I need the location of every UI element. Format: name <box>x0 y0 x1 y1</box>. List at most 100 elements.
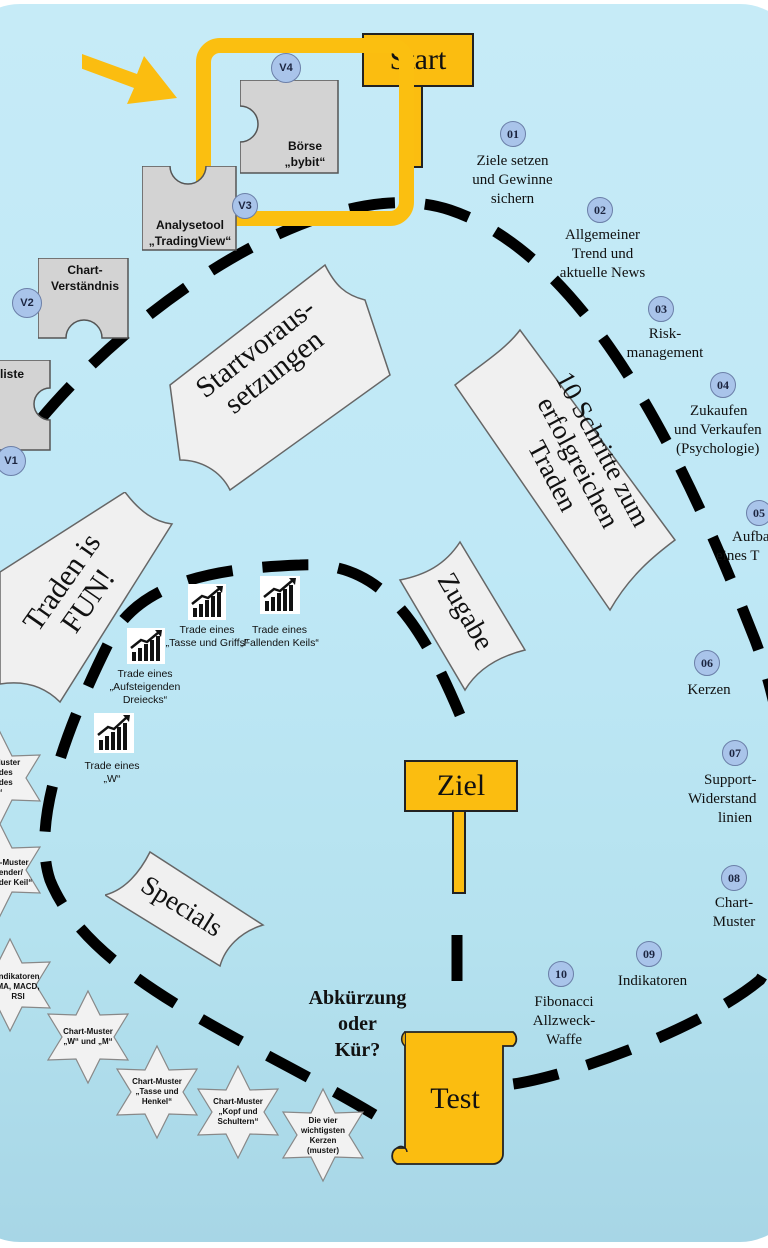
step-04-line3: (Psychologie) <box>676 441 760 457</box>
puzzle-badge-v1: V1 <box>0 446 26 476</box>
puzzle-badge-v3: V3 <box>232 193 258 219</box>
test-scroll: Test <box>430 1082 480 1115</box>
step-07-line1: Support- <box>704 772 757 788</box>
step-05-line1: Aufbau <box>732 529 768 545</box>
puzzle-v2-label-line1: Chart- <box>67 263 103 277</box>
trade-4-line1: Trade eines <box>84 760 140 772</box>
step-09-label: Indikatoren <box>617 973 688 989</box>
star-3-line3: RSI <box>11 992 25 1001</box>
step-10-line3: Waffe <box>546 1032 582 1048</box>
rising-bar-chart-icon <box>260 576 300 614</box>
trade-2-line1: Trade eines <box>251 624 308 636</box>
puzzle-badge-v4: V4 <box>271 53 301 83</box>
banner-zehn-schritte-shape <box>453 328 677 612</box>
step-07-line2: Widerstand <box>688 791 757 807</box>
star-4-line2: „W“ und „M“ <box>63 1037 113 1046</box>
test-scroll-shape <box>391 1031 518 1165</box>
shortcut-line3: Kür? <box>334 1039 381 1061</box>
step-number-08: 08 <box>721 865 747 891</box>
step-05-line2: eines T <box>716 548 760 564</box>
step-04-line1: Zukaufen <box>690 403 748 419</box>
trade-4-line2: „W“ <box>103 773 121 785</box>
banner-specials-shape <box>105 850 265 968</box>
highlight-arrow-icon <box>82 54 177 104</box>
banner-zugabe-shape <box>398 540 527 692</box>
star-7-line4: (muster) <box>306 1146 339 1155</box>
step-number-02: 02 <box>587 197 613 223</box>
step-number-09: 09 <box>636 941 662 967</box>
shortcut-line2: oder <box>338 1013 377 1035</box>
star-7-line2: wichtigsten <box>300 1126 345 1135</box>
inner-dashed-loop <box>39 559 466 1120</box>
puzzle-v4-label-line1: Börse <box>287 139 322 153</box>
outer-dashed-loop <box>35 197 768 1091</box>
step-01-line1: Ziele setzen <box>476 153 549 169</box>
banner-startvoraussetzungen-shape <box>169 263 391 492</box>
puzzle-v3-label-line1: Analysetool <box>155 218 224 232</box>
step-01-line2: und Gewinne <box>472 172 553 188</box>
puzzle-v1-label: liste <box>0 367 25 381</box>
rising-bar-chart-icon <box>94 713 134 753</box>
star-2-line2: gender/ <box>0 868 23 877</box>
star-6-line1: Chart-Muster <box>213 1097 263 1106</box>
step-02-line2: Trend und <box>571 246 634 262</box>
star-2-line3: nder Keil“ <box>0 878 33 887</box>
step-10-line1: Fibonacci <box>534 994 594 1010</box>
star-5-line2: „Tasse und <box>135 1087 179 1096</box>
step-number-10: 10 <box>548 961 574 987</box>
goal-sign-post <box>452 808 466 894</box>
puzzle-badge-v2: V2 <box>12 288 42 318</box>
step-02-line3: aktuelle News <box>559 265 646 281</box>
step-01-line3: sichern <box>490 191 535 207</box>
trade-3-line2: „Aufsteigenden <box>109 681 181 693</box>
star-1-line2: ndes <box>0 768 13 777</box>
puzzle-piece-icon <box>142 166 237 251</box>
step-10-line2: Allzweck- <box>532 1013 596 1029</box>
trade-3-line1: Trade eines <box>117 668 173 680</box>
step-02-line1: Allgemeiner <box>565 227 640 243</box>
step-number-04: 04 <box>710 372 736 398</box>
star-3-line2: MA, MACD, <box>0 982 40 991</box>
step-number-05: 05 <box>746 500 768 526</box>
star-4-line1: Chart-Muster <box>63 1027 113 1036</box>
puzzle-v2-label-line2: Verständnis <box>50 279 120 293</box>
step-number-03: 03 <box>648 296 674 322</box>
star-3-line1: Indikatoren <box>0 972 40 981</box>
star-7-line3: Kerzen <box>309 1136 337 1145</box>
puzzle-piece-icon <box>38 258 129 339</box>
puzzle-v3-label-line2: „TradingView“ <box>148 234 232 248</box>
step-number-07: 07 <box>722 740 748 766</box>
trade-2-line2: „Fallenden Keils“ <box>240 637 319 649</box>
step-06-label: Kerzen <box>687 682 731 698</box>
trade-3-line3: Dreiecks“ <box>122 694 168 706</box>
star-5-line1: Chart-Muster <box>132 1077 182 1086</box>
step-number-01: 01 <box>500 121 526 147</box>
puzzle-piece-icon <box>240 80 339 174</box>
step-07-line3: linien <box>718 810 753 826</box>
step-03-line2: management <box>626 345 704 361</box>
banner-traden-fun-shape <box>0 492 174 704</box>
star-6-line3: Schultern“ <box>217 1117 259 1126</box>
shortcut-line1: Abkürzung <box>308 987 407 1009</box>
background-panel <box>0 4 768 1242</box>
step-number-06: 06 <box>694 650 720 676</box>
step-08-line2: Muster <box>712 914 756 930</box>
star-5-line3: Henkel“ <box>141 1097 173 1106</box>
star-1-line1: Muster <box>0 758 21 767</box>
step-08-line1: Chart- <box>714 895 754 911</box>
step-04-line2: und Verkaufen <box>674 422 762 438</box>
star-1-line4: k“ <box>0 788 36 798</box>
puzzle-v4-label-line2: „bybit“ <box>284 155 326 169</box>
rising-bar-chart-icon <box>127 628 165 664</box>
rising-bar-chart-icon <box>188 584 226 620</box>
trade-1-line2: „Tasse und Griffs“ <box>165 637 249 649</box>
trade-1-line1: Trade eines <box>179 624 235 636</box>
star-2-line1: rt-Muster <box>0 858 29 867</box>
goal-sign: Ziel <box>404 760 518 812</box>
star-6-line2: „Kopf und <box>218 1107 258 1116</box>
star-1-line3: ndes <box>0 778 13 787</box>
star-7-line1: Die vier <box>308 1116 338 1125</box>
step-03-line1: Risk- <box>648 326 682 342</box>
